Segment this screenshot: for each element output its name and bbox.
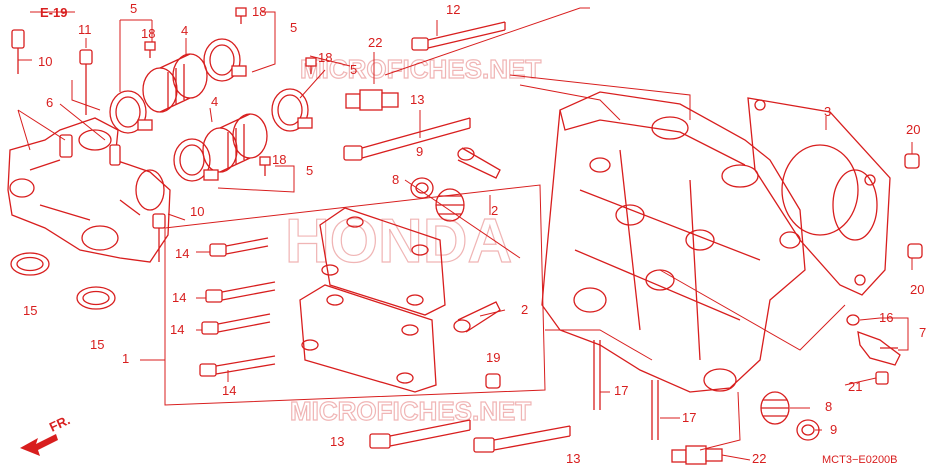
gear-upper (435, 188, 465, 222)
o-ring-16 (846, 314, 860, 326)
callout-5: 5 (130, 1, 137, 16)
callout-17: 17 (614, 383, 628, 398)
callout-22: 22 (752, 451, 766, 466)
cylinder-head (541, 91, 806, 393)
intake-manifold (7, 117, 171, 263)
insulator-joint-lower (202, 113, 268, 173)
callout-5: 5 (306, 163, 313, 178)
callout-9: 9 (830, 422, 837, 437)
callout-5: 5 (350, 62, 357, 77)
callout-8: 8 (392, 172, 399, 187)
bolt-14-d (199, 355, 276, 377)
callout-22: 22 (368, 35, 382, 50)
dowel-20-upper (904, 153, 920, 169)
callout-9: 9 (416, 144, 423, 159)
stud-17-b (651, 380, 659, 440)
callout-13: 13 (330, 434, 344, 449)
screw-18-a (235, 7, 247, 24)
hose-band-4 (173, 138, 219, 182)
dowel-20-lower (907, 243, 923, 259)
hose-band-3 (271, 88, 313, 132)
callout-21: 21 (848, 379, 862, 394)
callout-18: 18 (252, 4, 266, 19)
stud-17-a (593, 340, 601, 410)
gear-lower (760, 391, 790, 425)
watermark-center: HONDA (285, 207, 512, 276)
callout-14: 14 (175, 246, 189, 261)
dowel-pin-upper (457, 147, 501, 179)
bolt-14-c (201, 313, 271, 335)
o-ring-lower (76, 286, 116, 310)
head-gasket (747, 97, 891, 296)
callout-3: 3 (824, 104, 831, 119)
bolt-13-upper (343, 117, 471, 161)
callout-14: 14 (170, 322, 184, 337)
callout-19: 19 (486, 350, 500, 365)
dowel-pin-lower (453, 301, 501, 333)
bolt-12 (411, 21, 506, 51)
section-ref: E-19 (40, 5, 67, 20)
hose-band-1 (109, 90, 153, 134)
bolt-13-lower-b (473, 425, 571, 453)
callout-6: 6 (46, 95, 53, 110)
screw-18-d (259, 156, 271, 176)
callout-4: 4 (211, 94, 218, 109)
callout-13: 13 (410, 92, 424, 107)
callout-18: 18 (318, 50, 332, 65)
holder-plate-lower (299, 284, 437, 393)
leader-lines (17, 7, 913, 461)
hose-band-2 (203, 38, 247, 82)
spark-plug-lower (671, 445, 723, 465)
callout-14: 14 (222, 383, 236, 398)
holder-plate-upper (319, 207, 446, 316)
callout-20: 20 (910, 282, 924, 297)
bolt-14-b (205, 281, 276, 303)
o-ring-upper (10, 252, 50, 276)
callout-1: 1 (122, 351, 129, 366)
insulator-joint-upper (142, 53, 208, 113)
watermark-bottom: MICROFICHES.NET (290, 396, 531, 426)
bolt-11 (79, 49, 93, 115)
callout-18: 18 (141, 26, 155, 41)
drawing-code: MCT3−E0200B (822, 454, 898, 466)
callout-14: 14 (172, 290, 186, 305)
callout-15: 15 (23, 303, 37, 318)
callout-2: 2 (491, 203, 498, 218)
callout-10: 10 (190, 204, 204, 219)
callout-17: 17 (682, 410, 696, 425)
callout-5: 5 (290, 20, 297, 35)
bolt-14-a (209, 237, 269, 257)
bolt-13-lower-a (369, 419, 471, 449)
seal-upper (410, 177, 434, 199)
callouts: 1 2 2 3 4 4 5 5 5 5 6 7 8 8 9 9 10 10 11… (23, 1, 926, 466)
front-arrow-icon (20, 434, 58, 456)
front-label: FR. (47, 412, 72, 434)
screw-18-b (144, 41, 156, 58)
callout-15: 15 (90, 337, 104, 352)
callout-11: 11 (78, 22, 92, 37)
callout-8: 8 (825, 399, 832, 414)
callout-10: 10 (38, 54, 52, 69)
screw-18-c (305, 57, 317, 74)
callout-7: 7 (919, 325, 926, 340)
spark-plug-upper (345, 89, 399, 111)
bolt-21 (875, 371, 889, 385)
callout-4: 4 (181, 23, 188, 38)
collar-19 (485, 373, 501, 389)
watermark-top: MICROFICHES.NET (300, 54, 541, 84)
callout-12: 12 (446, 2, 460, 17)
callout-2: 2 (521, 302, 528, 317)
callout-18: 18 (272, 152, 286, 167)
callout-16: 16 (879, 310, 893, 325)
callout-20: 20 (906, 122, 920, 137)
callout-13: 13 (566, 451, 580, 466)
sensor-7 (857, 331, 901, 366)
bolt-10-lower (152, 213, 166, 262)
